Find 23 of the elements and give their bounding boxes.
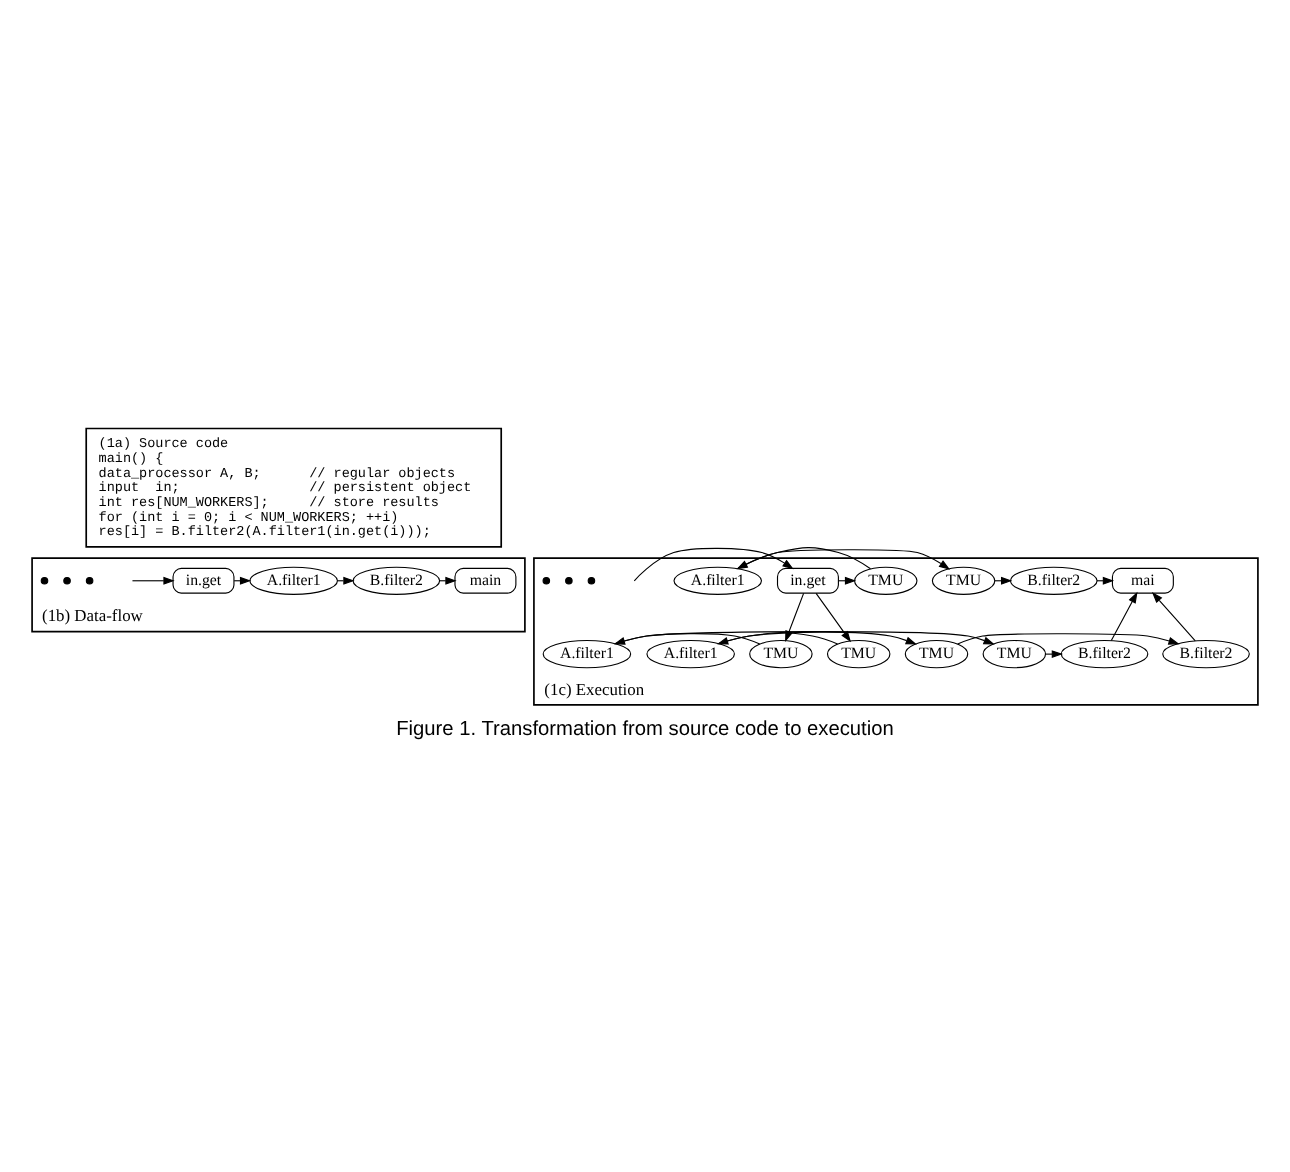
node-ellipse: A.filter1 — [249, 565, 338, 594]
arrow — [131, 575, 175, 584]
node-ellipse: TMU — [826, 638, 891, 668]
arrow — [815, 591, 852, 642]
node-ellipse: TMU — [749, 638, 813, 668]
arrow — [1045, 649, 1064, 658]
node-ellipse: TMU — [931, 565, 996, 594]
arrow — [1151, 591, 1196, 641]
node-box: in.get — [172, 566, 235, 593]
node-box: main — [454, 566, 517, 593]
node-ellipse: B.filter2 — [1060, 638, 1149, 668]
arrow — [957, 632, 1180, 644]
node-ellipse: B.filter2 — [1009, 565, 1098, 594]
arrow — [633, 546, 794, 581]
arrow — [1110, 590, 1138, 640]
node-ellipse: TMU — [854, 565, 918, 594]
node-box: mai — [1111, 566, 1174, 593]
node-ellipse: B.filter2 — [352, 565, 441, 594]
node-ellipse: TMU — [982, 638, 1047, 668]
node-ellipse: A.filter1 — [673, 565, 763, 594]
caption: Figure 1. Transformation from source code to execution — [396, 717, 894, 740]
node-ellipse: TMU — [904, 638, 969, 668]
node-box: in.get — [776, 566, 839, 593]
